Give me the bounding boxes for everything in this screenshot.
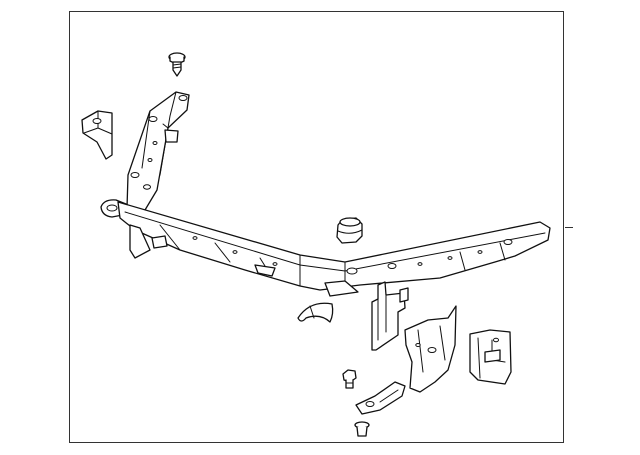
plate-icon: [355, 381, 406, 415]
right-bracket-icon: [469, 329, 512, 385]
center-bracket-icon: [371, 281, 409, 351]
bolt-icon: [342, 369, 357, 389]
callout-leader-line: [565, 227, 573, 228]
screw-icon: [168, 52, 186, 77]
tie-bar-icon: [100, 91, 551, 297]
insulator-icon: [336, 217, 363, 244]
left-mount-bracket-icon: [81, 110, 113, 160]
pin-icon: [354, 421, 370, 437]
clip-icon: [297, 302, 334, 323]
latch-bracket-icon: [404, 305, 457, 393]
